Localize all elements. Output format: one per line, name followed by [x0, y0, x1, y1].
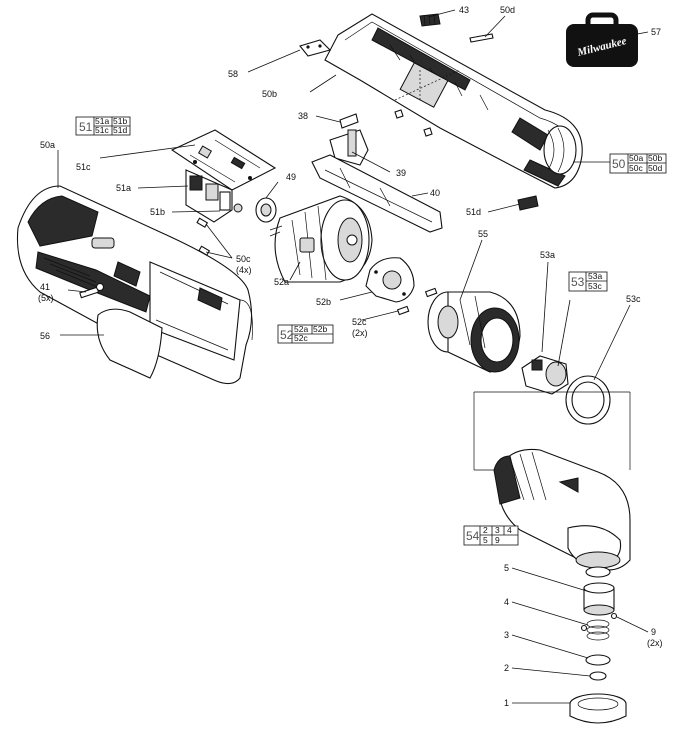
group-52-cell: 52a — [294, 324, 308, 334]
callout-52c-qty: (2x) — [352, 328, 368, 338]
callout-43: 43 — [459, 5, 469, 15]
group-52-cell: 52b — [313, 324, 327, 334]
group-box-52: 52 52a 52b 52c — [277, 324, 334, 344]
housing-half-top — [324, 13, 583, 189]
group-box-50: 50 50a 50b 50c 50d — [609, 153, 667, 174]
gear-case — [427, 291, 521, 373]
callout-52b: 52b — [316, 297, 331, 307]
bracket-part — [299, 39, 332, 57]
o-ring-part — [565, 375, 611, 425]
group-54-number: 54 — [466, 529, 480, 543]
leader-lines — [57, 9, 649, 704]
group-50-cell: 50d — [648, 163, 662, 173]
group-box-51: 51 51a 51b 51c 51d — [75, 116, 131, 136]
group-51-cell: 51c — [95, 125, 109, 135]
screw-part — [79, 282, 105, 299]
group-50-number: 50 — [612, 157, 626, 171]
anvil-part — [521, 355, 569, 395]
group-54-cell: 4 — [507, 525, 512, 535]
group-52-number: 52 — [280, 328, 294, 342]
callout-51d: 51d — [466, 207, 481, 217]
callout-50d: 50d — [500, 5, 515, 15]
callout-51b: 51b — [150, 207, 165, 217]
bearing-part — [255, 197, 277, 223]
circuit-board — [170, 129, 277, 223]
callout-9-qty: (2x) — [647, 638, 663, 648]
spring-stack — [586, 619, 610, 641]
group-50-cell: 50c — [629, 163, 643, 173]
callout-51c: 51c — [76, 162, 91, 172]
callout-3: 3 — [504, 630, 509, 640]
callout-56: 56 — [40, 331, 50, 341]
callout-41-qty: (5x) — [38, 293, 54, 303]
callout-2: 2 — [504, 663, 509, 673]
callout-50b: 50b — [262, 89, 277, 99]
group-box-54: 54 2 3 4 5 9 — [463, 525, 519, 546]
carry-case-icon: Milwaukee — [566, 12, 638, 67]
small-ring-part — [589, 671, 607, 681]
nose-ring-part — [569, 693, 627, 724]
angle-head — [493, 448, 631, 571]
group-50-cell: 50b — [648, 153, 662, 163]
group-53-cell: 53a — [588, 271, 602, 281]
switch-cap-part — [517, 195, 539, 211]
callout-51a: 51a — [116, 183, 131, 193]
callout-9: 9 — [651, 627, 656, 637]
group-54-cell: 3 — [495, 525, 500, 535]
group-51-cell: 51b — [113, 116, 127, 126]
callout-53c: 53c — [626, 294, 641, 304]
callout-50c: 50c — [236, 254, 251, 264]
callout-40: 40 — [430, 188, 440, 198]
group-53-cell: 53c — [588, 281, 602, 291]
callout-41: 41 — [40, 282, 50, 292]
callout-52a: 52a — [274, 277, 289, 287]
callout-38: 38 — [298, 111, 308, 121]
mounting-plate — [365, 257, 415, 303]
callout-4: 4 — [504, 597, 509, 607]
motor-part — [269, 195, 373, 283]
trigger-slide — [311, 154, 443, 233]
callout-50c-qty: (4x) — [236, 265, 252, 275]
spring-part — [339, 113, 359, 129]
callout-55: 55 — [478, 229, 488, 239]
label-plate — [96, 308, 163, 379]
clip-part — [419, 13, 441, 27]
callout-49: 49 — [286, 172, 296, 182]
group-box-53: 53 53a 53c — [568, 271, 608, 292]
callout-53a: 53a — [540, 250, 555, 260]
group-52-cell: 52c — [294, 333, 308, 343]
callout-57: 57 — [651, 27, 661, 37]
callout-1: 1 — [504, 698, 509, 708]
callout-labels: 43 50d 57 58 50b 38 39 40 51d 51c 51a 51… — [38, 5, 663, 708]
callout-52c: 52c — [352, 317, 367, 327]
group-51-cell: 51d — [113, 125, 127, 135]
group-50-cell: 50a — [629, 153, 643, 163]
sleeve-part — [583, 582, 615, 616]
housing-half-left — [16, 185, 253, 385]
switch-actuator — [329, 129, 369, 166]
callout-5: 5 — [504, 563, 509, 573]
group-53-number: 53 — [571, 275, 585, 289]
washer-part — [585, 654, 611, 666]
group-54-cell: 9 — [495, 535, 500, 545]
group-54-cell: 5 — [483, 535, 488, 545]
callout-50a: 50a — [40, 140, 55, 150]
group-54-cell: 2 — [483, 525, 488, 535]
group-51-cell: 51a — [95, 116, 109, 126]
callout-58: 58 — [228, 69, 238, 79]
group-51-number: 51 — [79, 120, 93, 134]
callout-39: 39 — [396, 168, 406, 178]
